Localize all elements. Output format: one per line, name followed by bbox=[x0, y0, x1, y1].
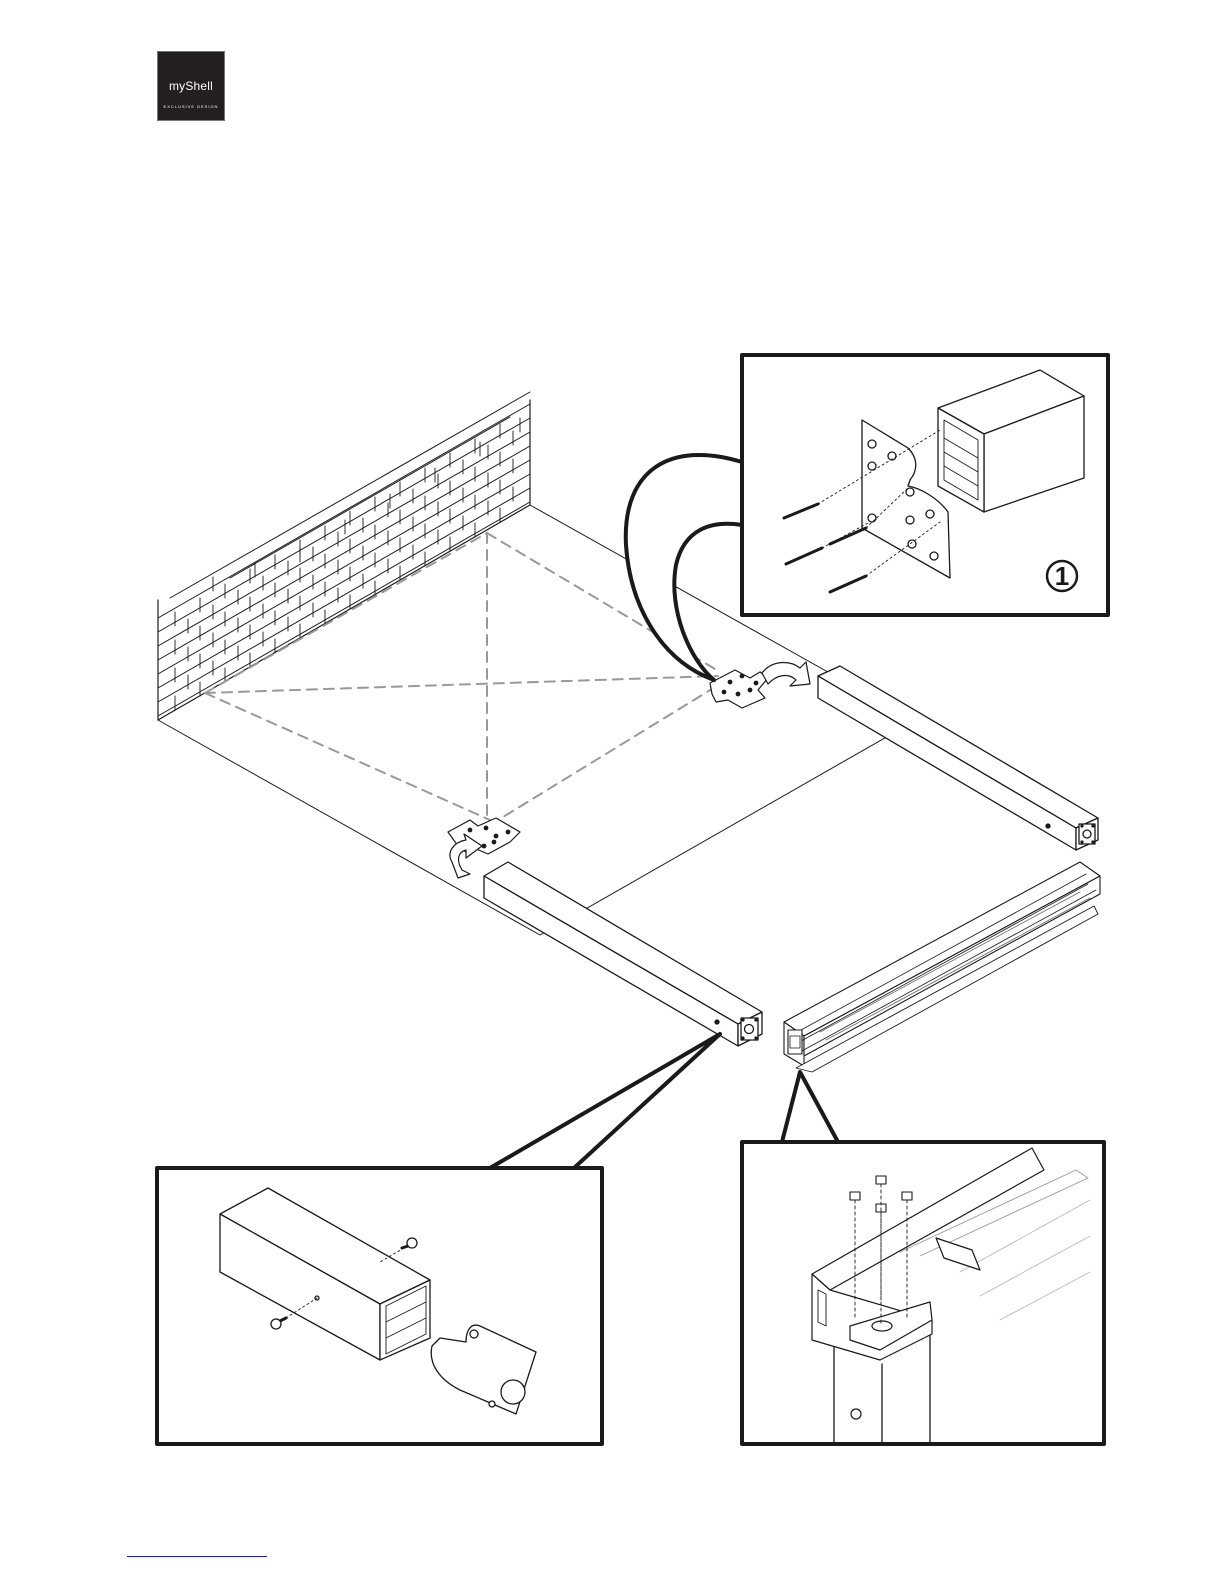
rotation-arrow-icon-top bbox=[762, 662, 810, 686]
brick-wall-icon bbox=[158, 392, 530, 720]
aluminium-post-upper bbox=[818, 666, 1098, 850]
step-badge: 1 bbox=[1047, 561, 1077, 591]
step-number: 1 bbox=[1055, 561, 1069, 591]
callout-pointer-top bbox=[626, 455, 742, 680]
footer-link-underline[interactable] bbox=[127, 1556, 267, 1557]
sliding-rail-icon bbox=[784, 862, 1100, 1072]
aluminium-post-lower bbox=[484, 862, 762, 1046]
callout-pointer-bottom-right bbox=[782, 1072, 838, 1142]
callout-pointer-bottom-left bbox=[490, 1034, 720, 1168]
